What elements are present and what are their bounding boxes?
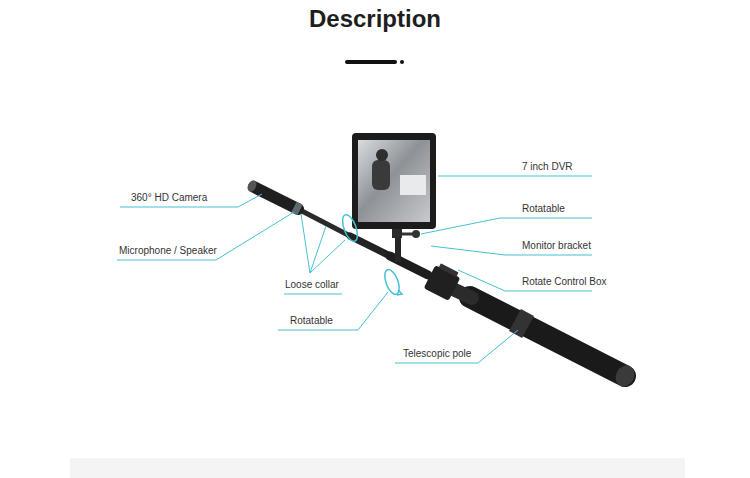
part-label: Telescopic pole [403,348,471,360]
monitor-bracket [392,228,420,262]
leader-line [117,176,592,363]
title-dash [347,60,395,64]
part-label: Rotate Control Box [522,276,607,288]
telescopic-pole [300,210,638,390]
part-label: Microphone / Speaker [119,245,217,257]
part-label: Rotatable [290,315,333,327]
part-label: Loose collar [285,279,339,291]
part-label: 360° HD Camera [131,192,207,204]
part-label: Monitor bracket [522,240,591,252]
bottom-band [70,458,685,478]
control-box [424,261,463,300]
page-title: Description [0,4,750,34]
part-label: 7 inch DVR [522,161,573,173]
rotation-arrow [340,213,403,296]
monitor [352,133,436,229]
camera-head [246,179,300,210]
title-dot [400,60,404,64]
part-label: Rotatable [522,203,565,215]
